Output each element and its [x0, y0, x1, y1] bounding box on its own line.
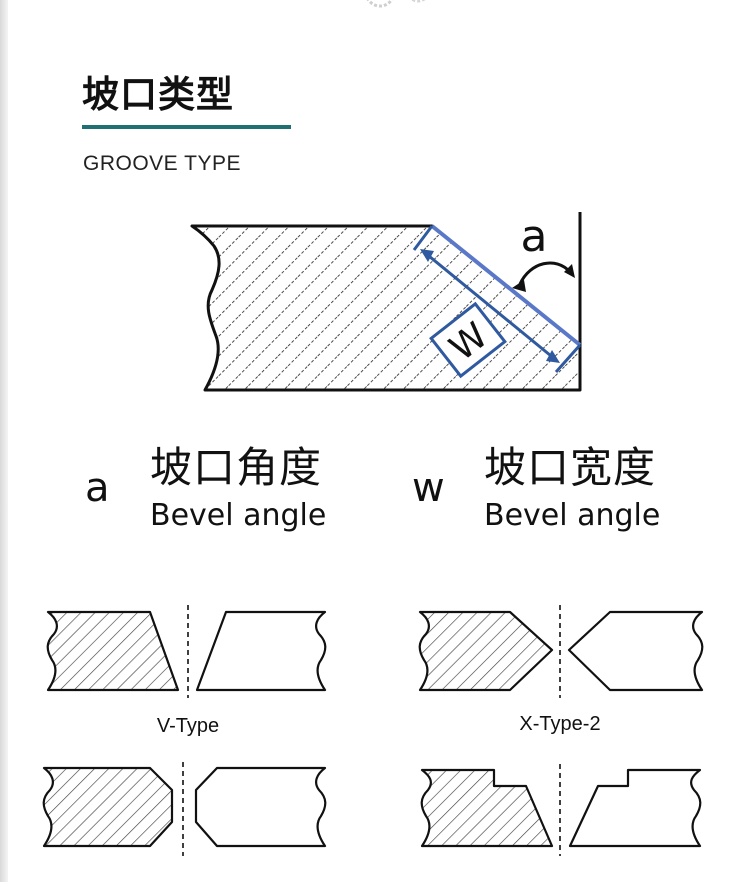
width-dimension-arrow — [420, 249, 560, 363]
page-subtitle: GROOVE TYPE — [83, 152, 241, 175]
legend-name-en-angle: Bevel angle — [150, 498, 327, 533]
angle-marker-label: a — [521, 211, 548, 262]
legend-name-cn-angle: 坡口角度 — [150, 443, 323, 492]
lower-right-groove — [420, 764, 702, 856]
title-underline — [82, 125, 291, 129]
legend-name-en-width: Bevel angle — [484, 498, 661, 533]
groove-type-label-x2: X-Type-2 — [519, 713, 601, 735]
extension-line-end — [554, 344, 582, 373]
bevel-face-line — [430, 224, 582, 347]
page-title: 坡口类型 — [82, 73, 234, 116]
x-type-2-groove — [418, 605, 704, 698]
bevel-diagram: W a — [190, 211, 582, 392]
extension-line-start — [412, 225, 434, 251]
lower-left-groove — [42, 762, 327, 856]
legend-symbol-width: w — [412, 465, 445, 511]
width-marker-box — [429, 301, 507, 379]
legend-symbol-angle: a — [85, 465, 110, 511]
legend-name-cn-width: 坡口宽度 — [484, 443, 657, 492]
groove-type-label-v: V-Type — [156, 715, 220, 737]
angle-arrow — [512, 261, 575, 292]
gear-icon — [366, 0, 426, 8]
left-border — [0, 0, 8, 882]
v-type-groove — [46, 605, 327, 698]
